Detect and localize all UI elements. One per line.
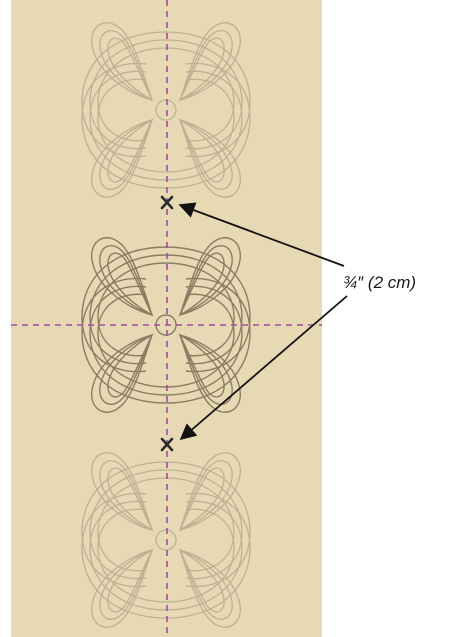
- arrow-to-bottom-marker: [179, 295, 348, 441]
- arrow-to-top-marker: [178, 202, 345, 267]
- x-marker-bottom: [160, 437, 174, 452]
- x-marker-top: [160, 195, 174, 210]
- measurement-label: ¾″ (2 cm): [343, 273, 417, 292]
